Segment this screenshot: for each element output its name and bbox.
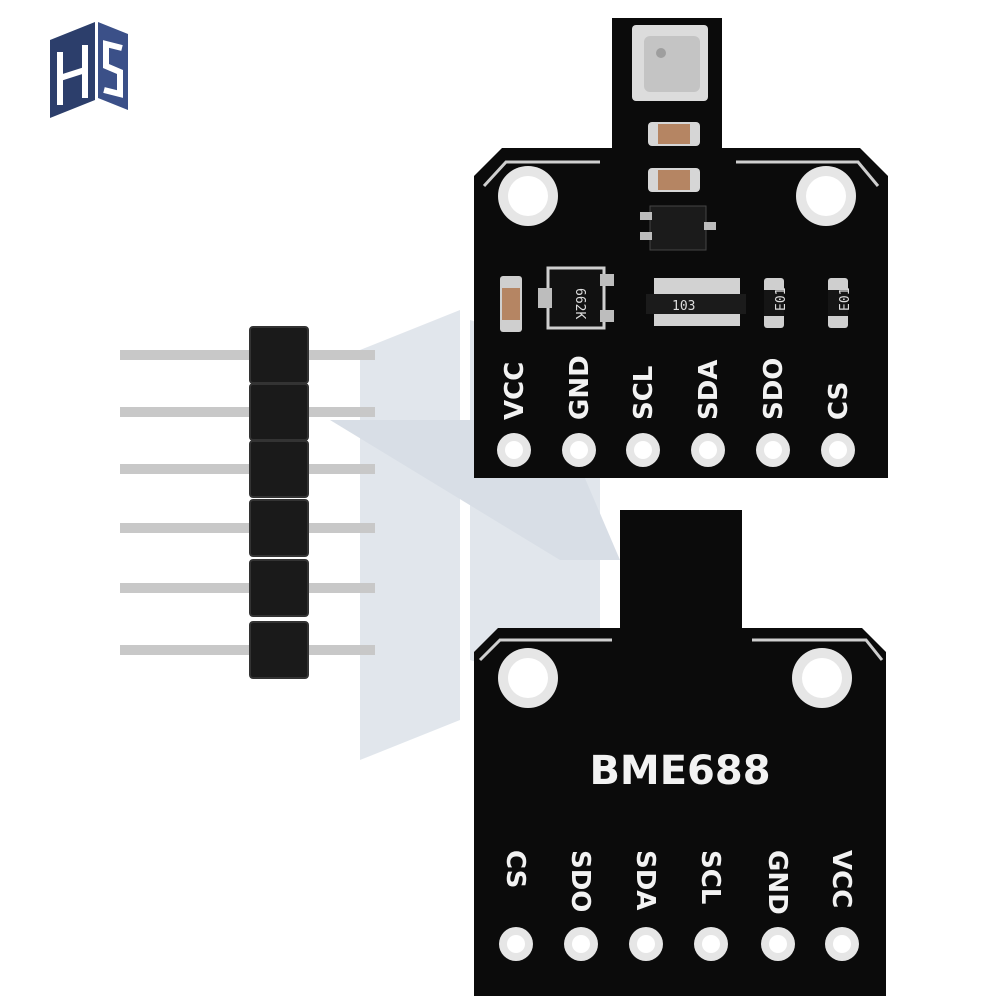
resistor-marking: E01 <box>774 288 789 311</box>
capacitor <box>648 122 700 146</box>
resistor-array: 103 <box>646 278 746 326</box>
pin-label: CS <box>500 850 530 888</box>
pin-hole <box>637 935 655 953</box>
board-title: BME688 <box>589 748 770 794</box>
header-block <box>249 559 309 617</box>
header-pin <box>120 350 375 360</box>
pin-label: SDO <box>565 850 595 912</box>
mounting-hole <box>498 648 558 708</box>
header-pin <box>120 523 375 533</box>
pin-label: SCL <box>695 850 725 904</box>
pin-label: GND <box>762 850 792 915</box>
regulator-chip: 662K <box>538 266 614 330</box>
header-pin <box>120 407 375 417</box>
resistor: E01 <box>764 278 789 328</box>
pin-hole <box>833 935 851 953</box>
header-pin <box>120 583 375 593</box>
mounting-hole <box>792 648 852 708</box>
pin-label: SDA <box>694 360 724 420</box>
pin-label: VCC <box>500 362 530 420</box>
back-board: BME688 CS SDO SDA SCL GND VCC <box>474 510 886 996</box>
pin-hole <box>572 935 590 953</box>
resistor-array-marking: 103 <box>672 299 695 314</box>
pin-label: GND <box>565 355 595 420</box>
mounting-hole <box>796 166 856 226</box>
pin-hole <box>764 441 782 459</box>
pin-hole <box>570 441 588 459</box>
pin-hole <box>634 441 652 459</box>
header-block <box>249 326 309 384</box>
pin-label: VCC <box>826 850 856 908</box>
smd-capacitor <box>500 276 522 332</box>
pin-label: SDO <box>759 358 789 420</box>
pin-label: CS <box>824 382 854 420</box>
front-board: 662K 103 E01 E01 VCC GND SCL SDA SDO CS <box>474 18 888 478</box>
pin-hole <box>507 935 525 953</box>
pin-hole <box>699 441 717 459</box>
brand-logo <box>50 22 128 118</box>
header-block <box>249 383 309 441</box>
pin-hole <box>505 441 523 459</box>
pin-header <box>120 326 375 679</box>
mounting-hole <box>498 166 558 226</box>
pin-hole <box>769 935 787 953</box>
resistor-marking: E01 <box>838 288 853 311</box>
header-pin <box>120 645 375 655</box>
header-pin <box>120 464 375 474</box>
regulator-marking: 662K <box>572 288 587 319</box>
pin-label: SDA <box>630 850 660 910</box>
pin-hole <box>702 935 720 953</box>
pin-label: SCL <box>629 366 659 420</box>
header-block <box>249 440 309 498</box>
capacitor <box>648 168 700 192</box>
pin-hole <box>829 441 847 459</box>
sensor-chip <box>632 25 708 101</box>
header-block <box>249 499 309 557</box>
small-transistor <box>640 205 716 251</box>
resistor: E01 <box>828 278 853 328</box>
header-block <box>249 621 309 679</box>
